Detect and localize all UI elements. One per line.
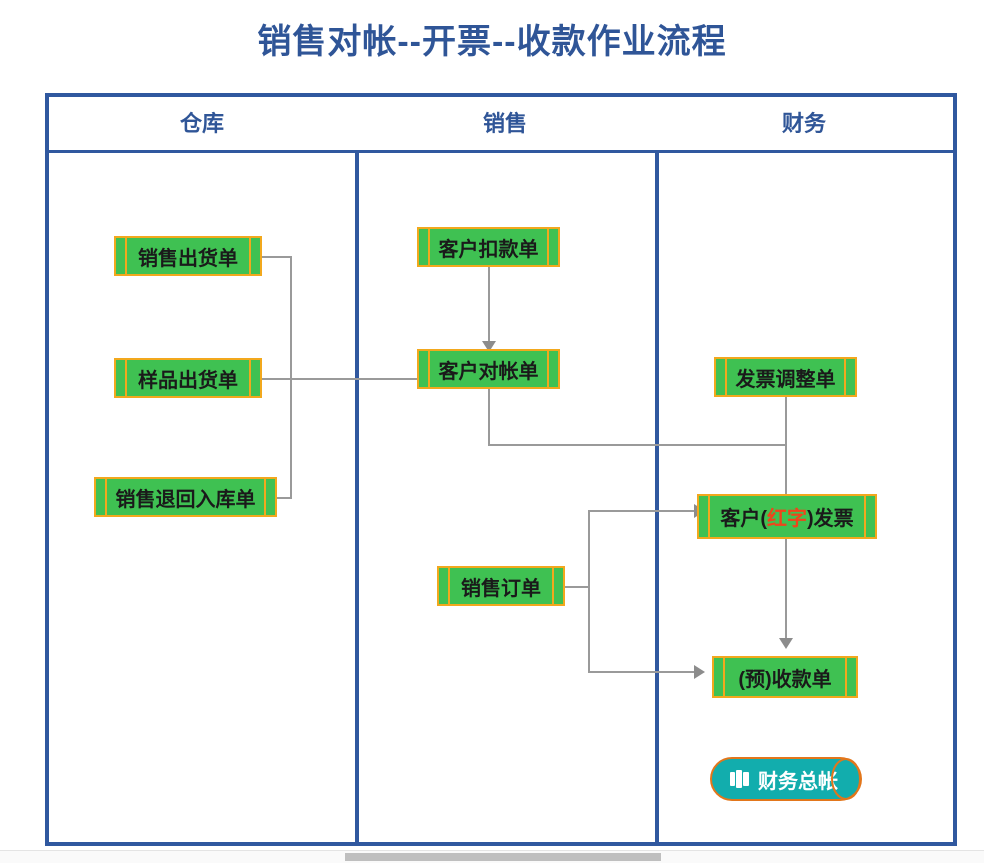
node-invoice-adjustment-order[interactable]: 发票调整单 (714, 357, 857, 397)
node-customer-red-invoice[interactable]: 客户(红字)发票 (697, 494, 877, 539)
swimlane-diagram: 仓库 销售 财务 销售出货单 样品出货单 销售退回入库单 (45, 93, 957, 846)
node-sales-return-inbound-order[interactable]: 销售退回入库单 (94, 477, 277, 517)
node-label: 客户扣款单 (438, 238, 539, 261)
connector-sample-h (258, 378, 418, 380)
arrow-into-receipt-left (694, 665, 705, 679)
node-label-highlight: 红字 (767, 508, 807, 530)
node-sales-delivery-order[interactable]: 销售出货单 (114, 236, 262, 276)
connector-return-h (273, 497, 292, 499)
page-title: 销售对帐--开票--收款作业流程 (257, 23, 727, 61)
node-general-ledger[interactable]: 财务总帐 (710, 757, 862, 801)
scrollbar-thumb[interactable] (345, 853, 661, 861)
node-label: 客户(红字)发票 (720, 502, 853, 531)
node-customer-reconciliation-order[interactable]: 客户对帐单 (417, 349, 560, 389)
connector-return-v (290, 378, 292, 499)
lane-header-warehouse: 仓库 (179, 111, 224, 136)
node-label: 发票调整单 (735, 368, 836, 391)
lane-divider-1 (355, 153, 359, 846)
connector-order-stem (565, 586, 590, 588)
arrow-into-reconciliation-top (482, 341, 496, 352)
node-label: 样品出货单 (138, 369, 238, 392)
connector-delivery-h (258, 256, 292, 258)
node-label-suffix: )发票 (807, 508, 854, 530)
connector-order-to-invoice (588, 510, 695, 512)
node-label: 客户对帐单 (438, 360, 539, 383)
connector-reconciliation-h (488, 444, 786, 446)
connector-order-bus (588, 510, 590, 673)
lane-divider-2 (655, 153, 659, 846)
connector-invoice-to-receipt (785, 539, 787, 641)
node-label: (预)收款单 (738, 668, 832, 691)
pages-icon (730, 770, 749, 788)
node-label: 销售出货单 (138, 247, 238, 270)
lane-header-finance: 财务 (781, 111, 826, 136)
lane-header-sales: 销售 (482, 111, 527, 136)
arrow-into-receipt-top (779, 638, 793, 649)
horizontal-scrollbar[interactable] (0, 850, 984, 863)
node-label: 财务总帐 (758, 770, 838, 793)
node-sales-order[interactable]: 销售订单 (437, 566, 565, 606)
node-label: 销售订单 (461, 577, 541, 600)
node-label-prefix: 客户( (720, 508, 767, 530)
connector-deduction-to-reconciliation (488, 267, 490, 341)
connector-adjustment-to-invoice (785, 397, 787, 499)
cylinder-cap (831, 758, 861, 800)
connector-order-to-receipt (588, 671, 695, 673)
node-label: 销售退回入库单 (115, 488, 256, 511)
connector-delivery-v (290, 256, 292, 379)
node-sample-delivery-order[interactable]: 样品出货单 (114, 358, 262, 398)
node-customer-deduction-order[interactable]: 客户扣款单 (417, 227, 560, 267)
lane-header-row: 仓库 销售 财务 (49, 97, 953, 153)
node-prepaid-receipt-order[interactable]: (预)收款单 (712, 656, 858, 698)
connector-reconciliation-v (488, 389, 490, 445)
